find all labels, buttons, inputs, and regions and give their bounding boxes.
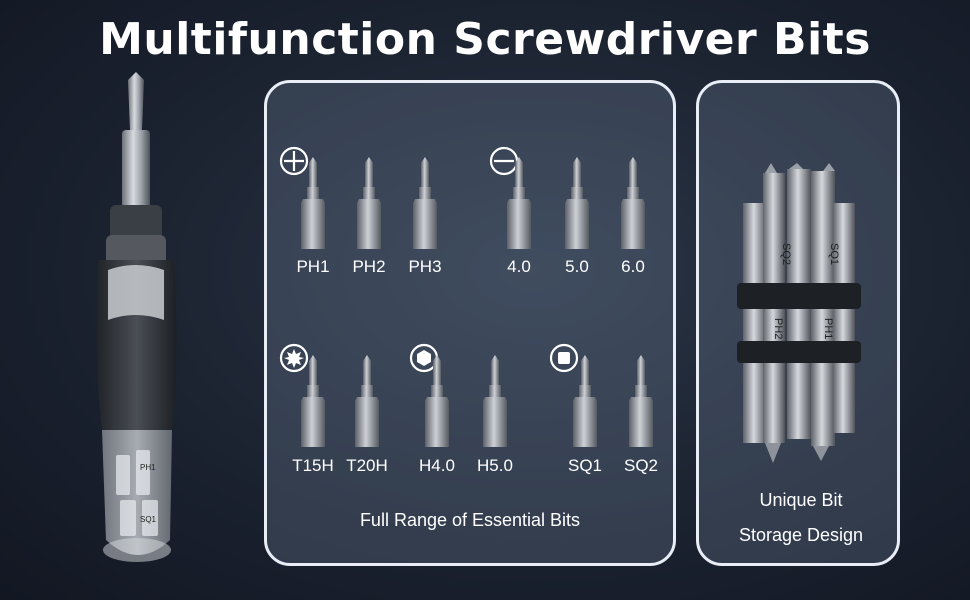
square-icon <box>549 343 579 373</box>
storage-bit-label-sq2: SQ2 <box>780 243 792 265</box>
storage-caption-line2: Storage Design <box>738 525 864 545</box>
bit-label-h5-0: H5.0 <box>477 456 513 475</box>
storage-bit-label-ph1: PH1 <box>822 318 834 339</box>
bit-ph2 <box>357 157 381 249</box>
storage-bit-label-ph2: PH2 <box>772 318 784 339</box>
bit-label-ph2: PH2 <box>352 257 386 276</box>
bit-sq1 <box>573 355 597 447</box>
bit-label-ph1: PH1 <box>296 257 330 276</box>
bit-ph1 <box>301 157 325 249</box>
handle-label-sq1: SQ1 <box>140 515 157 524</box>
bit-label-5-0: 5.0 <box>565 257 589 276</box>
torx-icon <box>279 343 309 373</box>
bit-4-0 <box>507 157 531 249</box>
bit-label-4-0: 4.0 <box>507 257 531 276</box>
bit-label-ph3: PH3 <box>408 257 442 276</box>
handle-label-ph1: PH1 <box>140 463 156 472</box>
phillips-icon <box>279 146 309 176</box>
bits-panel-caption: Full Range of Essential Bits <box>359 510 581 530</box>
bit-ph3 <box>413 157 437 249</box>
storage-bit-label-sq1: SQ1 <box>828 243 840 265</box>
bit-h4-0 <box>425 355 449 447</box>
bit-t15h <box>301 355 325 447</box>
bit-label-t15h: T15H <box>292 456 334 475</box>
bit-label-sq2: SQ2 <box>623 456 659 475</box>
bit-sq2 <box>629 355 653 447</box>
bit-5-0 <box>565 157 589 249</box>
bit-6-0 <box>621 157 645 249</box>
storage-panel: SQ2 SQ1 PH2 PH1 Unique Bit Storage Desig… <box>696 80 900 566</box>
bit-storage-image: SQ2 SQ1 PH2 PH1 <box>737 163 861 463</box>
bit-label-6-0: 6.0 <box>621 257 645 276</box>
page-title: Multifunction Screwdriver Bits <box>99 14 871 65</box>
bit-label-h4-0: H4.0 <box>419 456 455 475</box>
storage-caption-line1: Unique Bit <box>759 490 843 510</box>
screwdriver-image: PH1 SQ1 <box>96 72 177 562</box>
bit-h5-0 <box>483 355 507 447</box>
bit-label-sq1: SQ1 <box>567 456 603 475</box>
bit-label-t20h: T20H <box>346 456 388 475</box>
bit-t20h <box>355 355 379 447</box>
